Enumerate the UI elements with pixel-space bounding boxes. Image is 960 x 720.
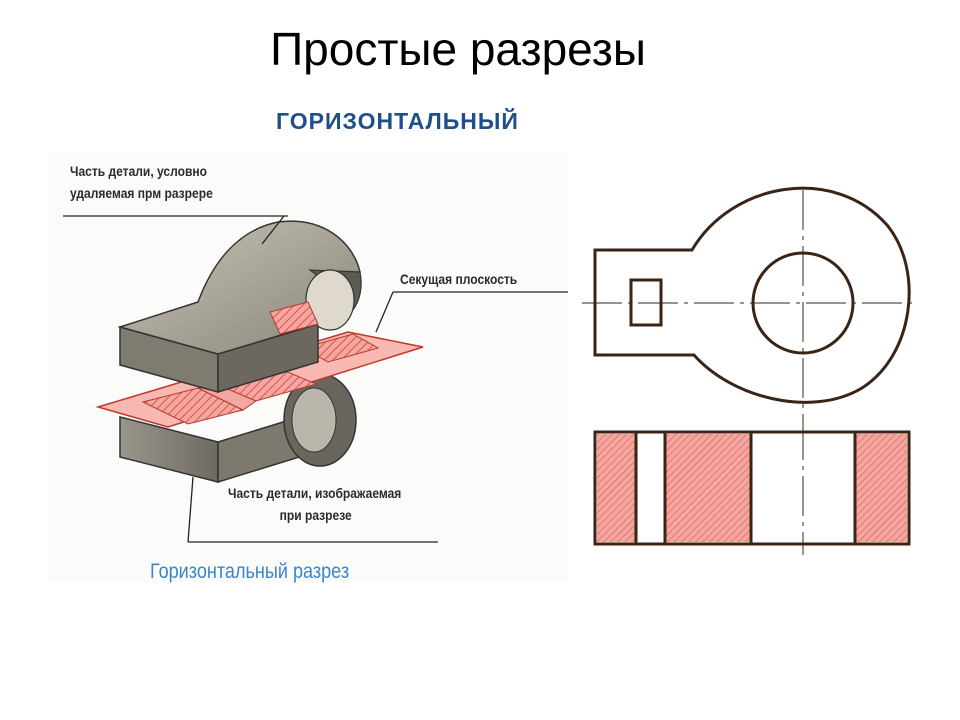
isometric-illustration: Часть детали, условно удаляемая прм разр…	[48, 152, 568, 582]
slide-title: Простые разрезы	[270, 23, 646, 75]
upper-part	[117, 220, 362, 394]
callout-shown-part: Часть детали, изображаемая при разрезе	[228, 482, 401, 526]
orthographic-drawing	[572, 170, 960, 590]
callout-shown-line-2: при разрезе	[279, 507, 352, 523]
lower-part	[119, 373, 357, 484]
callout-removed-line-2: удаляемая прм разрере	[70, 185, 213, 201]
callout-removed-part: Часть детали, условно удаляемая прм разр…	[70, 160, 213, 204]
figure-caption: Горизонтальный разрез	[150, 560, 350, 583]
orthographic-views	[582, 186, 917, 555]
callout-removed-line-1: Часть детали, условно	[70, 163, 207, 179]
callout-cutting-plane: Секущая плоскость	[400, 271, 518, 287]
subtitle-line-2: РАЗРЕЗ	[276, 140, 616, 150]
top-view	[593, 186, 911, 404]
subtitle: ГОРИЗОНТАЛЬНЫЙ РАЗРЕЗ	[276, 102, 616, 150]
isometric-part-drawing	[63, 215, 568, 543]
callout-shown-line-1: Часть детали, изображаемая	[228, 485, 402, 501]
section-view	[593, 420, 911, 555]
subtitle-line-1: ГОРИЗОНТАЛЬНЫЙ	[276, 108, 519, 134]
top-view-centerlines	[582, 190, 917, 420]
leader-lines	[63, 215, 568, 543]
